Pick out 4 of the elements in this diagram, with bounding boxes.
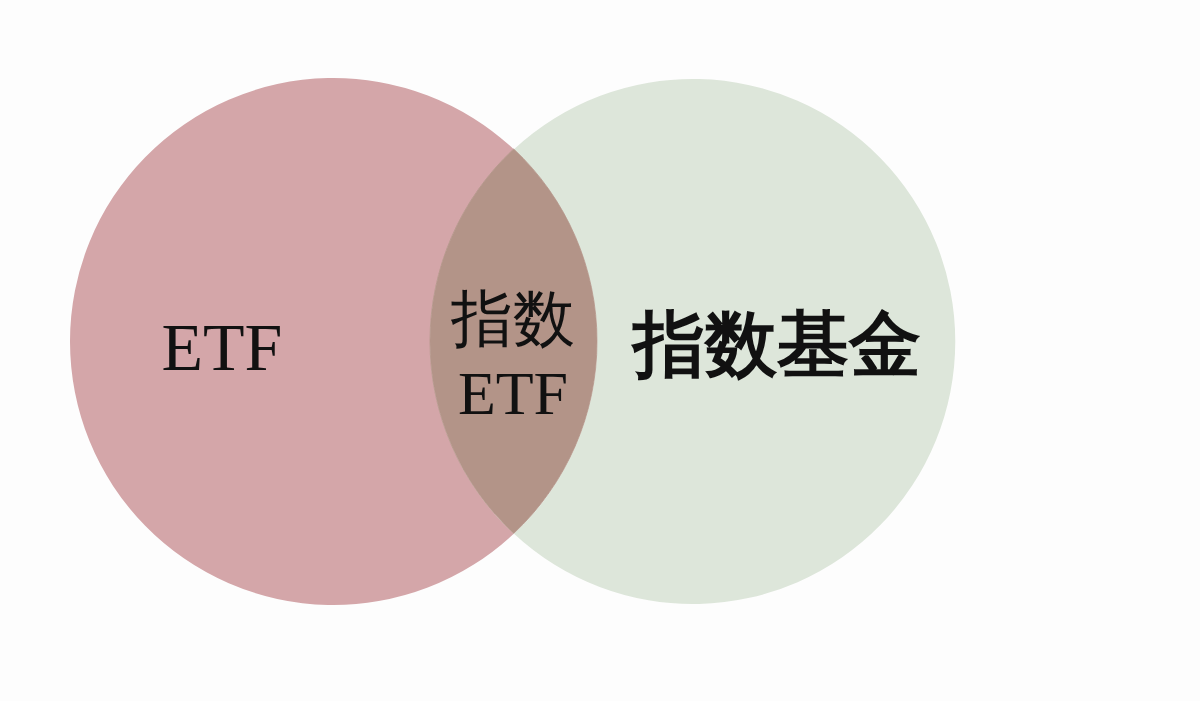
set-label: 指数基金 [633,308,921,380]
overlap-region [430,148,597,534]
set-label: ETF [161,313,283,381]
intersection-label: 指数ETF [450,284,576,429]
